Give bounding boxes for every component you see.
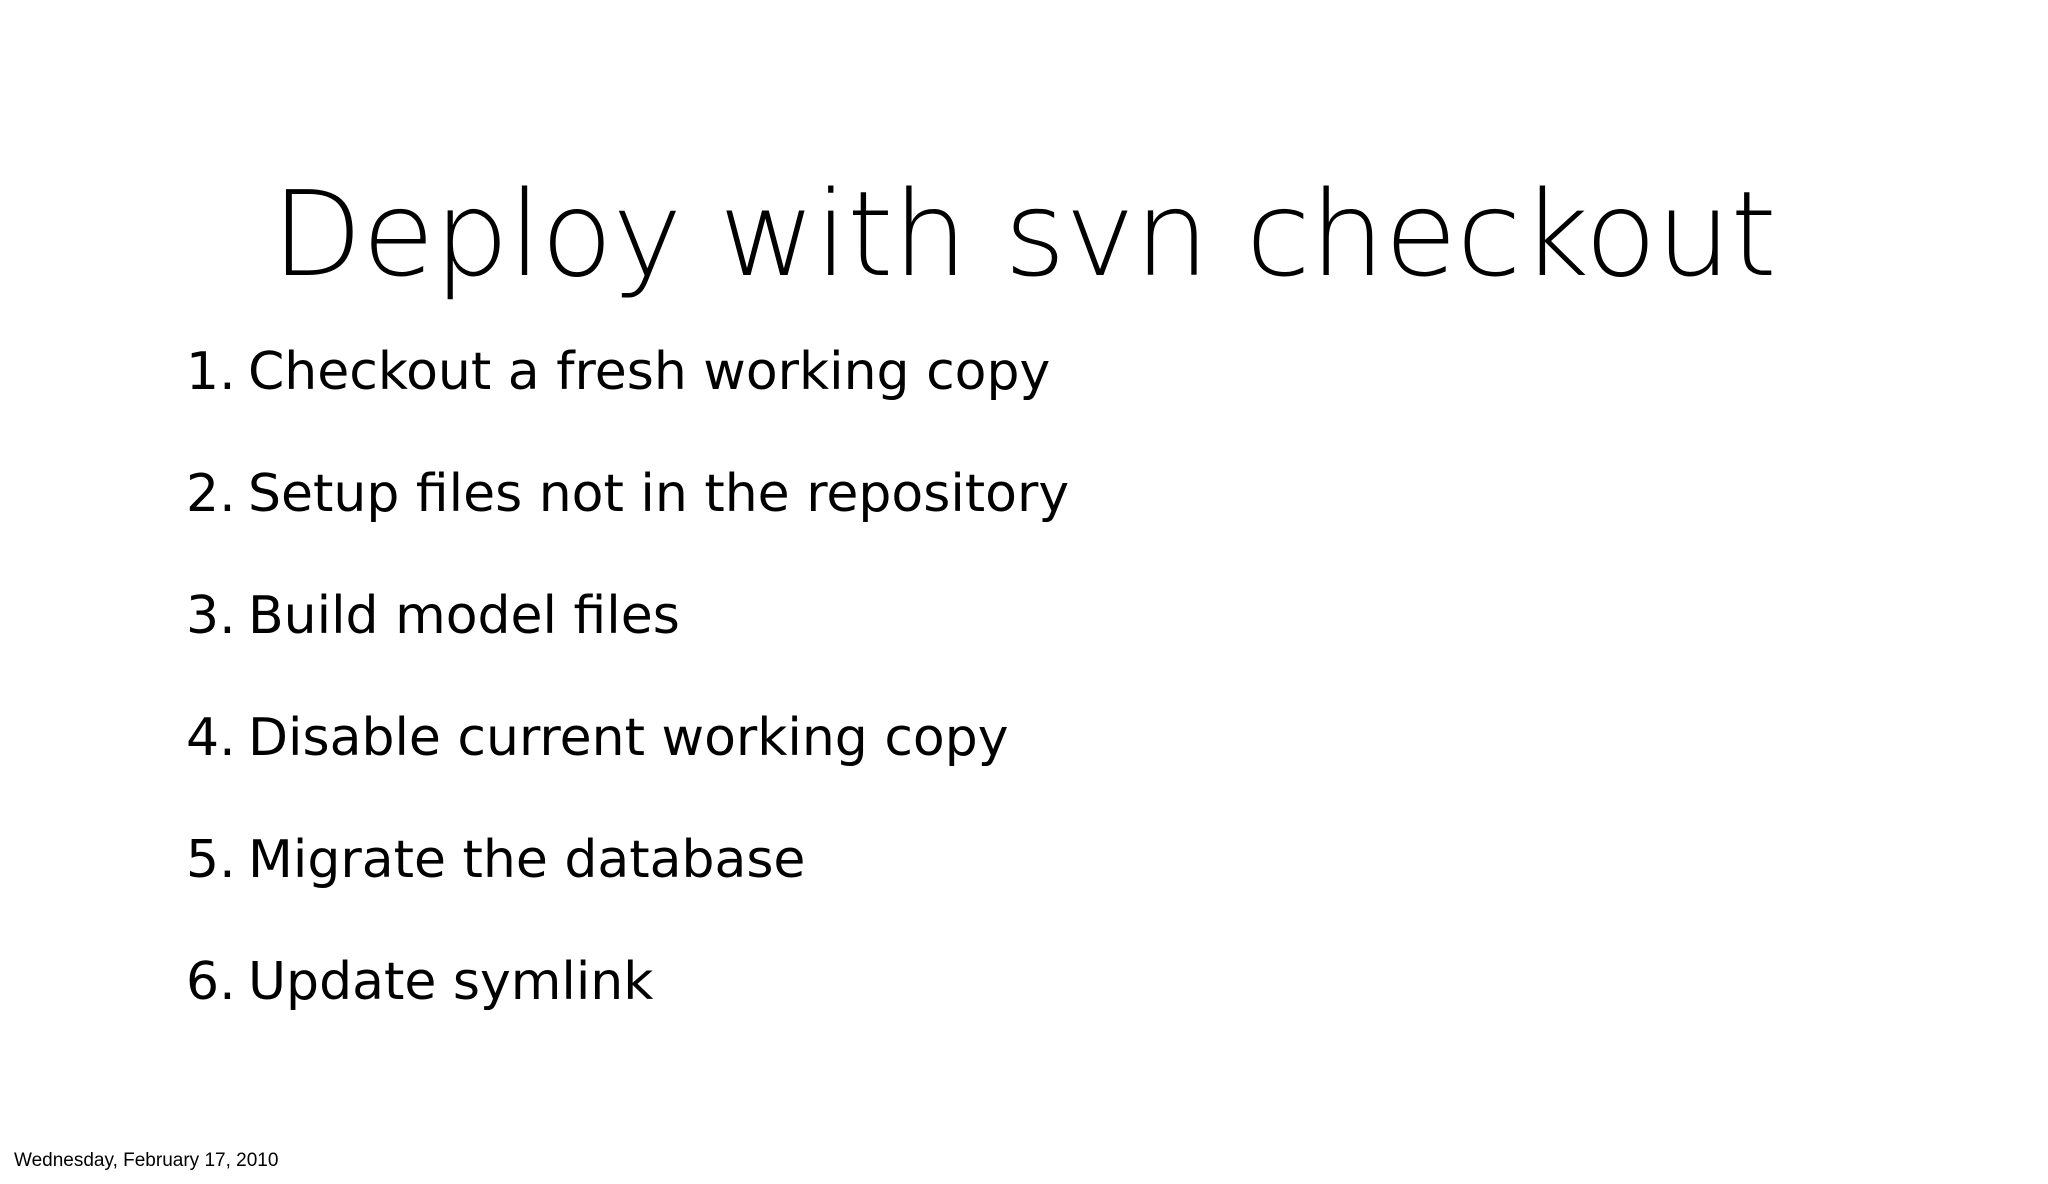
list-item: 6. Update symlink — [186, 951, 1886, 1073]
list-item: 4. Disable current working copy — [186, 707, 1886, 829]
list-item-number: 3. — [186, 586, 236, 646]
list-item: 5. Migrate the database — [186, 829, 1886, 951]
list-item-label: Setup files not in the repository — [248, 464, 1070, 524]
list-item-number: 6. — [186, 952, 236, 1012]
list-item: 3. Build model files — [186, 585, 1886, 707]
list-item-label: Build model files — [248, 586, 680, 646]
list-item-number: 2. — [186, 464, 236, 524]
list-item-label: Checkout a fresh working copy — [248, 342, 1051, 402]
numbered-step-list: 1. Checkout a fresh working copy 2. Setu… — [186, 341, 1886, 1073]
list-item-number: 4. — [186, 708, 236, 768]
list-item-label: Disable current working copy — [248, 708, 1009, 768]
slide-footer-date: Wednesday, February 17, 2010 — [14, 1150, 279, 1171]
list-item-label: Update symlink — [248, 952, 654, 1012]
list-item-number: 5. — [186, 830, 236, 890]
list-item-number: 1. — [186, 342, 236, 402]
slide-title: Deploy with svn checkout — [271, 165, 1777, 304]
list-item: 2. Setup files not in the repository — [186, 463, 1886, 585]
list-item: 1. Checkout a fresh working copy — [186, 341, 1886, 463]
list-item-label: Migrate the database — [248, 830, 806, 890]
